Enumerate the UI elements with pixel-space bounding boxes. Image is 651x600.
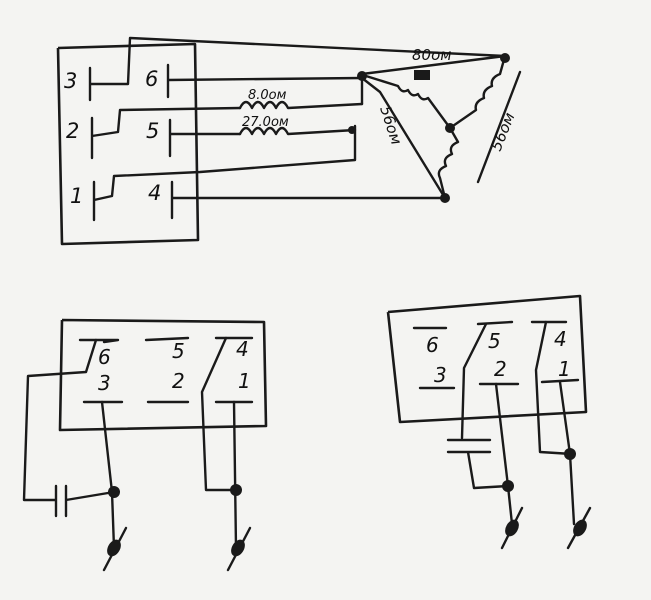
resistor-80-ohm	[360, 54, 507, 76]
resistor-80-ohm-label: 80ом	[412, 46, 452, 64]
resistor-right-coil	[448, 54, 507, 130]
br-wire-4-1	[534, 320, 576, 526]
bottom-right-block-outline	[386, 294, 588, 424]
bottom-left-block-outline	[58, 318, 268, 432]
br-wire-2-down	[494, 382, 514, 526]
bl-label-6: 6	[98, 345, 111, 369]
br-plug-left-head	[505, 519, 519, 537]
top-label-3: 3	[64, 69, 77, 93]
top-block-outline	[56, 42, 200, 246]
top-terminal-block: 3 6 2 5 1 4 8.0ом 27.0ом 80ом 56ом 56ом	[56, 36, 522, 246]
bl-label-2: 2	[172, 369, 185, 393]
br-node-1	[564, 448, 576, 460]
bl-wire-6-capacitor	[22, 338, 116, 518]
top-label-1: 1	[70, 184, 83, 208]
top-terminal-1	[92, 124, 357, 222]
node-right	[500, 53, 510, 63]
top-label-4: 4	[148, 181, 161, 205]
br-plug-right-head	[573, 519, 587, 537]
node-left	[357, 71, 367, 81]
top-label-5: 5	[146, 119, 159, 143]
bl-wire-3-down	[100, 400, 116, 550]
node-center	[445, 123, 455, 133]
bl-plug-left-head	[107, 539, 121, 557]
resistor-56-ohm-outer	[476, 70, 522, 184]
resistor-80-ohm-body	[414, 70, 430, 80]
coil-8-ohm	[238, 100, 364, 110]
bl-label-4: 4	[236, 337, 249, 361]
bl-label-1: 1	[238, 369, 251, 393]
br-label-1: 1	[558, 357, 571, 381]
br-wire-5-capacitor	[446, 322, 510, 490]
coil-27-ohm	[238, 126, 357, 136]
node-bottom	[440, 193, 450, 203]
br-label-5: 5	[488, 329, 501, 353]
bl-label-5: 5	[172, 339, 185, 363]
coil-8-ohm-label: 8.0ом	[248, 88, 287, 103]
top-terminal-5	[168, 118, 242, 158]
br-node-2	[502, 480, 514, 492]
br-label-2: 2	[494, 357, 507, 381]
br-terminal-5	[476, 320, 514, 326]
br-label-6: 6	[426, 333, 439, 357]
bl-terminal-5	[144, 336, 190, 342]
left-wire-to-triangle	[360, 76, 447, 200]
top-terminal-2	[90, 106, 242, 160]
bottom-left-terminal-block: 6 5 4 3 2 1	[22, 318, 268, 572]
top-terminal-6	[166, 63, 364, 99]
bl-terminal-6	[78, 338, 120, 344]
bl-node-3	[108, 486, 120, 498]
br-label-4: 4	[554, 327, 567, 351]
br-label-3: 3	[434, 363, 447, 387]
bl-wire-4-1	[200, 336, 238, 550]
top-terminal-4	[170, 180, 447, 220]
resistor-lower-coil	[437, 126, 460, 200]
bl-plug-right-head	[231, 539, 245, 557]
top-label-6: 6	[145, 67, 158, 91]
resistor-56-ohm-inner	[364, 74, 452, 130]
node-coil-27	[348, 126, 356, 134]
bottom-right-terminal-block: 6 5 4 3 2 1	[386, 294, 592, 550]
top-label-2: 2	[66, 119, 79, 143]
resistor-56-ohm-inner-label: 56ом	[376, 104, 405, 147]
resistor-56-ohm-outer-label: 56ом	[487, 110, 519, 153]
coil-27-ohm-label: 27.0ом	[242, 115, 289, 130]
bl-node-1	[230, 484, 242, 496]
top-terminal-3	[88, 36, 507, 102]
bl-label-3: 3	[98, 371, 111, 395]
